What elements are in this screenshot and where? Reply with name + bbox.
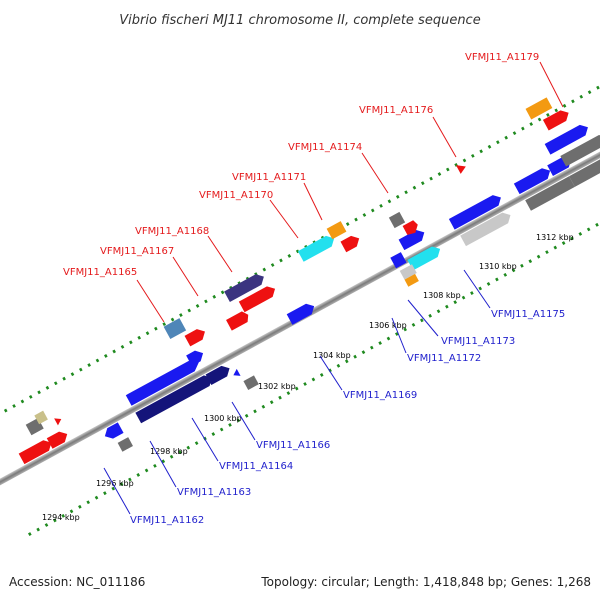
- gene-label[interactable]: VFMJ11_A1168: [135, 226, 209, 237]
- bottom-gene-labels: [103, 269, 491, 515]
- leader-line: [191, 417, 219, 462]
- scale-tick-label: 1294 kbp: [42, 513, 80, 522]
- gene-arrow-red[interactable]: [184, 326, 208, 347]
- gene-arrow-blue[interactable]: [398, 227, 428, 251]
- gene-arrow-red[interactable]: [402, 219, 421, 236]
- gene-box-orange[interactable]: [525, 97, 553, 120]
- gene-arrow-blue[interactable]: [448, 192, 504, 230]
- gene-label[interactable]: VFMJ11_A1165: [63, 267, 137, 278]
- gene-label[interactable]: VFMJ11_A1170: [199, 190, 273, 201]
- bottom-gene-label-texts: VFMJ11_A1162 VFMJ11_A1163 VFMJ11_A1164 V…: [130, 309, 565, 526]
- leader-line: [136, 279, 165, 323]
- gene-arrow-grey[interactable]: [525, 176, 575, 211]
- dotted-guide-inner: [28, 188, 600, 536]
- scale-tick-label: 1298 kbp: [150, 447, 188, 456]
- leader-line: [303, 182, 323, 221]
- gene-arrow-blue[interactable]: [231, 368, 241, 379]
- leader-line: [231, 401, 256, 441]
- gene-arrow-blue[interactable]: [513, 165, 553, 195]
- gene-arrow-red[interactable]: [46, 429, 70, 449]
- scale-tick-label: 1308 kbp: [423, 291, 461, 300]
- gene-label[interactable]: VFMJ11_A1167: [100, 246, 174, 257]
- gene-arrow-blue[interactable]: [390, 252, 407, 269]
- gene-label[interactable]: VFMJ11_A1179: [465, 52, 539, 63]
- gene-box-grey[interactable]: [388, 211, 406, 229]
- top-gene-label-texts: VFMJ11_A1165 VFMJ11_A1167 VFMJ11_A1168 V…: [63, 52, 539, 278]
- gene-label[interactable]: VFMJ11_A1171: [232, 172, 306, 183]
- gene-arrow-grey[interactable]: [569, 152, 600, 187]
- scale-tick-label: 1302 kbp: [258, 382, 296, 391]
- gene-arrow-red[interactable]: [18, 437, 55, 465]
- gene-label[interactable]: VFMJ11_A1169: [343, 390, 417, 401]
- leader-line: [391, 317, 407, 354]
- gene-arrow-cyan[interactable]: [297, 233, 337, 262]
- gene-label[interactable]: VFMJ11_A1166: [256, 440, 330, 451]
- gene-label[interactable]: VFMJ11_A1164: [219, 461, 293, 472]
- leader-line: [103, 467, 131, 515]
- scale-tick-label: 1310 kbp: [479, 262, 517, 271]
- gene-box-orange[interactable]: [404, 273, 419, 287]
- gene-arrow-red[interactable]: [226, 309, 251, 331]
- gene-box-steel[interactable]: [163, 318, 187, 340]
- accession-text: Accession: NC_011186: [9, 575, 145, 589]
- genome-stats-text: Topology: circular; Length: 1,418,848 bp…: [260, 575, 591, 589]
- gene-arrow-red[interactable]: [542, 107, 572, 131]
- gene-arrow-blue[interactable]: [544, 122, 591, 155]
- gene-box-khaki[interactable]: [34, 410, 48, 425]
- gene-arrow-grey[interactable]: [560, 132, 600, 167]
- gene-arrow-blue[interactable]: [125, 357, 202, 406]
- gene-arrow-red[interactable]: [455, 161, 468, 174]
- gene-label[interactable]: VFMJ11_A1176: [359, 105, 433, 116]
- gene-arrow-red[interactable]: [238, 283, 278, 313]
- gene-label[interactable]: VFMJ11_A1174: [288, 142, 362, 153]
- gene-arrow-purple[interactable]: [224, 271, 267, 302]
- leader-line: [432, 116, 457, 158]
- gene-label[interactable]: VFMJ11_A1175: [491, 309, 565, 320]
- leader-line: [172, 256, 199, 297]
- map-title: Vibrio fischeri MJ11 chromosome II, comp…: [119, 13, 480, 28]
- leader-line: [207, 235, 233, 273]
- scale-tick-label: 1304 kbp: [313, 351, 351, 360]
- gene-arrow-blue[interactable]: [102, 422, 124, 441]
- gene-box-silver[interactable]: [399, 264, 417, 280]
- scale-tick-label: 1312 kbp: [536, 233, 574, 242]
- gene-arrow-silver[interactable]: [460, 210, 513, 247]
- gene-arrow-cyan[interactable]: [407, 244, 443, 271]
- leader-line: [149, 440, 177, 488]
- leader-line: [407, 299, 439, 337]
- scale-tick-label: 1296 kbp: [96, 479, 134, 488]
- scale-tick-label: 1306 kbp: [369, 321, 407, 330]
- leader-line: [539, 61, 564, 108]
- gene-label[interactable]: VFMJ11_A1173: [441, 336, 515, 347]
- scale-tick-label: 1300 kbp: [204, 414, 242, 423]
- gene-box-orange[interactable]: [326, 221, 347, 240]
- gene-box-grey[interactable]: [243, 375, 259, 390]
- leader-line: [463, 269, 491, 309]
- gene-label[interactable]: VFMJ11_A1163: [177, 487, 251, 498]
- dotted-guide-outer: [0, 83, 600, 431]
- leader-line: [361, 152, 389, 194]
- diagonal-track: [0, 83, 600, 536]
- gene-label[interactable]: VFMJ11_A1172: [407, 353, 481, 364]
- gene-box-grey[interactable]: [117, 437, 133, 452]
- gene-arrow-red[interactable]: [54, 415, 63, 426]
- leader-line: [269, 199, 299, 239]
- gene-arrow-blue[interactable]: [286, 301, 317, 325]
- top-gene-labels: [136, 61, 564, 323]
- gene-arrow-navy[interactable]: [205, 363, 233, 385]
- scale-labels: 1294 kbp 1296 kbp 1298 kbp 1300 kbp 1302…: [42, 233, 574, 522]
- leader-line: [319, 355, 343, 391]
- gene-arrow-blue[interactable]: [186, 348, 206, 366]
- gene-label[interactable]: VFMJ11_A1162: [130, 515, 204, 526]
- gene-arrow-navy[interactable]: [135, 373, 214, 424]
- gene-arrow-red[interactable]: [340, 233, 363, 253]
